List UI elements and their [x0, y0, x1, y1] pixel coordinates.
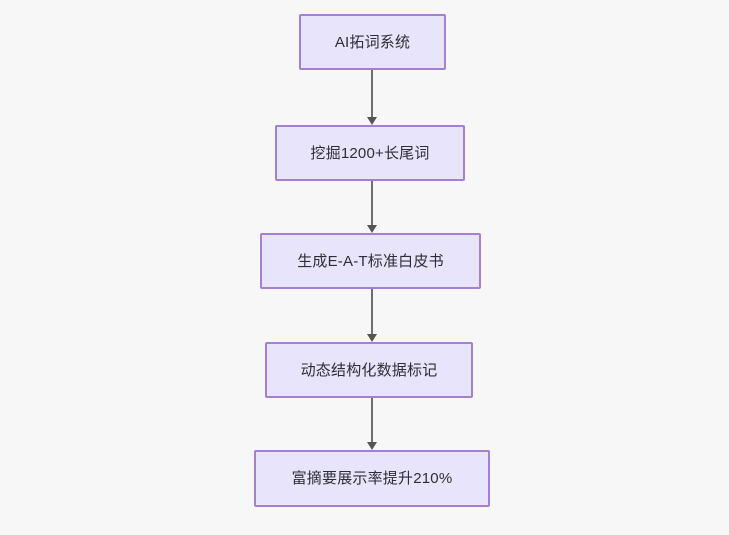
- flow-node-label: 生成E-A-T标准白皮书: [297, 252, 444, 270]
- edge-line: [371, 181, 373, 225]
- flow-node-label: 挖掘1200+长尾词: [310, 144, 430, 162]
- edge-line: [371, 70, 373, 117]
- flow-node-label: 富摘要展示率提升210%: [291, 470, 453, 487]
- flow-node-label: AI拓词系统: [334, 33, 411, 51]
- arrowhead-icon: [367, 225, 377, 233]
- flow-node-ai-keyword-system[interactable]: AI拓词系统: [299, 14, 446, 70]
- edge-line: [371, 398, 373, 442]
- flow-node-eat-whitepaper[interactable]: 生成E-A-T标准白皮书: [260, 233, 481, 289]
- flow-node-longtail-mining[interactable]: 挖掘1200+长尾词: [275, 125, 465, 181]
- arrowhead-icon: [367, 334, 377, 342]
- flow-node-label: 动态结构化数据标记: [300, 361, 438, 379]
- arrowhead-icon: [367, 442, 377, 450]
- arrowhead-icon: [367, 117, 377, 125]
- flow-node-rich-snippet-result[interactable]: 富摘要展示率提升210%: [254, 450, 490, 507]
- flow-node-structured-data-markup[interactable]: 动态结构化数据标记: [265, 342, 473, 398]
- edge-line: [371, 289, 373, 334]
